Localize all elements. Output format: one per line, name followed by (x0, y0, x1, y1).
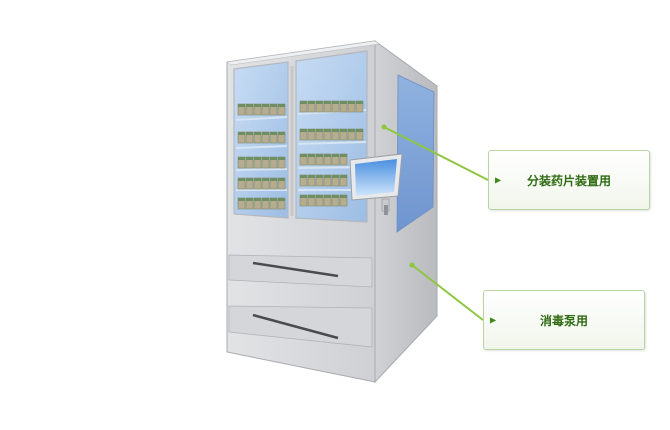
canister-cap (238, 178, 245, 181)
canister-cap (316, 129, 323, 132)
touch-screen-monitor (349, 153, 403, 215)
canister-cap (278, 104, 285, 107)
canister-cap (332, 101, 339, 104)
canister-cap (254, 198, 261, 201)
canister-cap (340, 101, 347, 104)
canister-cap (238, 157, 245, 160)
callout-tablet-dispensing: ▶ 分装药片装置用 (488, 150, 650, 210)
canister-cap (340, 195, 347, 198)
triangle-right-icon: ▶ (495, 175, 502, 185)
canister-cap (316, 195, 323, 198)
canister-cap (324, 129, 331, 132)
canister-cap (348, 129, 355, 132)
canister-cap (238, 132, 245, 135)
canister-cap (348, 101, 355, 104)
canister-cap (270, 132, 277, 135)
canister-cap (254, 157, 261, 160)
canister-cap (308, 175, 315, 178)
drawers (228, 254, 373, 348)
callout-disinfection-pump: ▶ 消毒泵用 (483, 290, 645, 350)
canister-cap (332, 154, 339, 157)
canister-cap (332, 195, 339, 198)
canister-cap (238, 104, 245, 107)
canister-cap (254, 104, 261, 107)
canister-cap (238, 198, 245, 201)
canister-cap (300, 129, 307, 132)
canister-cap (262, 104, 269, 107)
canister-cap (278, 132, 285, 135)
canister-cap (254, 178, 261, 181)
canister-cap (308, 101, 315, 104)
canister-cap (300, 175, 307, 178)
canister-cap (300, 101, 307, 104)
canister-cap (324, 195, 331, 198)
canister-cap (270, 157, 277, 160)
canister-cap (262, 132, 269, 135)
canister-cap (324, 175, 331, 178)
callout-label: 分装药片装置用 (526, 173, 611, 188)
triangle-right-icon: ▶ (490, 315, 497, 325)
canister-cap (324, 154, 331, 157)
canister-cap (308, 129, 315, 132)
canister-cap (308, 195, 315, 198)
canister-cap (324, 101, 331, 104)
canister-cap (332, 129, 339, 132)
canister-cap (356, 101, 363, 104)
canister-cap (270, 178, 277, 181)
canister-cap (308, 154, 315, 157)
canister-cap (278, 198, 285, 201)
side-glass-panel (396, 74, 435, 233)
canister-cap (340, 129, 347, 132)
leader-dot-1 (381, 124, 387, 130)
canister-cap (300, 154, 307, 157)
canister-cap (278, 157, 285, 160)
canister-cap (246, 157, 253, 160)
canister-cap (262, 198, 269, 201)
canister-cap (332, 175, 339, 178)
cabinet-top-edge (226, 40, 380, 66)
canister-cap (356, 129, 363, 132)
canister-cap (246, 132, 253, 135)
canister-cap (246, 178, 253, 181)
medicine-canisters (237, 100, 364, 210)
canister-cap (262, 178, 269, 181)
canister-cap (254, 132, 261, 135)
leader-dot-2 (409, 262, 415, 268)
canister-cap (278, 178, 285, 181)
canister-cap (316, 154, 323, 157)
canister-cap (340, 175, 347, 178)
canister-cap (316, 175, 323, 178)
canister-cap (262, 157, 269, 160)
callout-label: 消毒泵用 (539, 313, 588, 328)
canister-cap (270, 104, 277, 107)
canister-cap (300, 195, 307, 198)
canister-cap (270, 198, 277, 201)
canister-cap (316, 101, 323, 104)
canister-cap (340, 154, 347, 157)
leader-lines (383, 126, 489, 321)
canister-cap (246, 104, 253, 107)
canister-cap (246, 198, 253, 201)
